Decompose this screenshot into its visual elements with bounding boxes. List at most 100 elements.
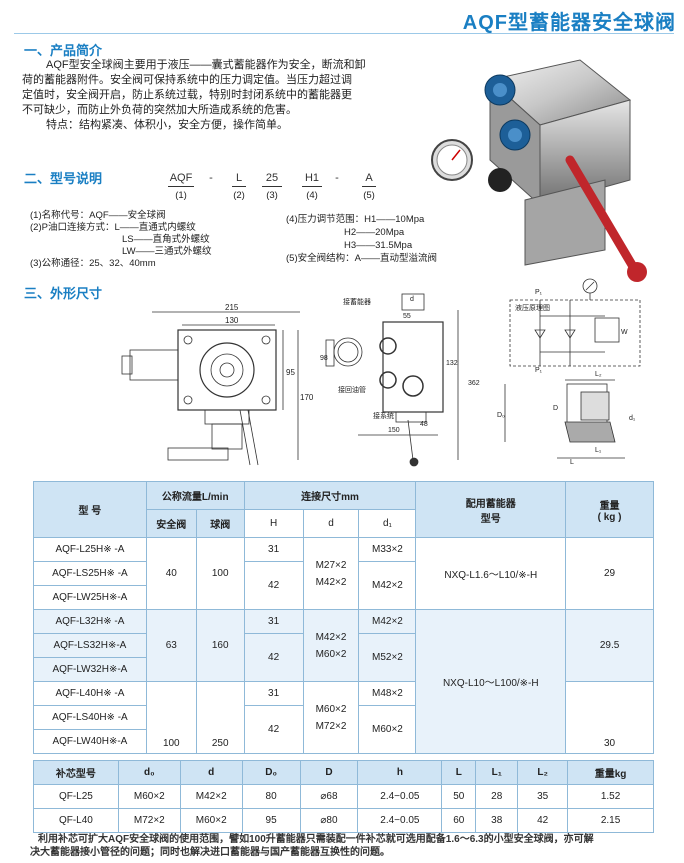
cell: 60: [441, 808, 477, 833]
cell-d-val: M42×2: [315, 631, 347, 643]
spec-table: 型 号 公称流量L/min 连接尺寸mm 配用蓄能器 型号 重量 ( kg ) …: [33, 481, 654, 754]
dim-170: 170: [300, 393, 314, 402]
cell-model: AQF-L40H※ -A: [33, 681, 147, 706]
dim-D: D: [553, 405, 558, 412]
intro-line: 荷的蓄能器附件。安全阀可保持系统中的压力调定值。当压力超过调: [22, 74, 352, 86]
cell-d-val: M60×2: [315, 648, 347, 660]
label-system-port: 接系统: [373, 411, 394, 420]
intro-line: 不可缺少，而防止外负荷的突然加大所造成系统的危害。: [22, 104, 297, 116]
front-view-drawing: 215 130 95 170: [121, 303, 314, 466]
label-p1-top: P₁: [535, 289, 543, 296]
adapter-header-row: 补芯型号 d₀ d D₀ D h L L₁ L₂ 重量kg: [33, 760, 654, 785]
legend-line: (5)安全阀结构：A——直动型溢流阀: [286, 253, 437, 264]
cell-model: AQF-L32H※ -A: [33, 609, 147, 634]
model-legend-right: (4)压力调节范围：H1——10Mpa H2——20Mpa H3——31.5Mp…: [286, 213, 437, 265]
cell-d1: M52×2: [358, 633, 417, 682]
cell-d-val: M42×2: [315, 576, 347, 588]
adapter-row: QF-L40 M72×2 M60×2 95 ⌀80 2.4−0.05 60 38…: [33, 808, 654, 833]
cell-safe-flow: 100: [145, 681, 197, 754]
cell-model: AQF-LW25H※-A: [33, 585, 147, 610]
cell-H: 42: [243, 705, 304, 754]
th-connection: 连接尺寸mm: [243, 481, 417, 510]
cell-H: 42: [243, 633, 304, 682]
cell: 28: [475, 784, 519, 809]
cell-weight: 29: [565, 537, 654, 610]
legend-line: (1)名称代号：AQF——安全球阀: [30, 210, 166, 221]
cell: 35: [517, 784, 569, 809]
code-part: -: [209, 172, 213, 184]
cell-model: AQF-LS32H※-A: [33, 633, 147, 658]
dim-d: d: [410, 296, 414, 303]
page-title: AQF型蓄能器安全球阀: [462, 12, 676, 34]
cell-model: AQF-LS25H※ -A: [33, 561, 147, 586]
hydraulic-schematic: 液压原理图 P₁ P₁ W L₂ D₀ D d₁ L₁ L: [497, 278, 641, 466]
cell-d-val: M27×2: [315, 559, 347, 571]
cell-d1: M42×2: [358, 609, 417, 634]
cell: ⌀68: [299, 784, 359, 809]
cell-d1: M33×2: [358, 537, 417, 562]
legend-line: LS——直角式外螺纹: [122, 234, 210, 245]
cell: M72×2: [117, 808, 181, 833]
dim-95: 95: [286, 368, 295, 377]
cell: 2.4−0.05: [357, 784, 443, 809]
cell-H: 31: [243, 537, 304, 562]
cell-accumulator: NXQ-L10～L100/※-H: [415, 609, 567, 754]
table-row: AQF-LS25H※ -A 42 M42×2: [33, 561, 654, 610]
code-underline: [302, 186, 322, 187]
section-dimensions-heading: 三、外形尺寸: [24, 286, 103, 301]
cell: 2.4−0.05: [357, 808, 443, 833]
th-D: D: [299, 760, 359, 785]
cell-accumulator: NXQ-L1.6～L10/※-H: [415, 537, 567, 610]
th-H: H: [243, 509, 304, 538]
cell-model: AQF-L25H※ -A: [33, 537, 147, 562]
code-part: AQF: [169, 172, 193, 184]
cell: ⌀80: [299, 808, 359, 833]
th-accumulator: 配用蓄能器 型号: [415, 481, 567, 538]
th-safe-valve: 安全阀: [145, 509, 197, 538]
cell: M60×2: [117, 784, 181, 809]
side-view-drawing: 接蓄能器 d 55 98 132 362 接回油管 接系统 48 150: [320, 293, 480, 467]
code-part: H1: [304, 172, 320, 184]
adapter-table: 补芯型号 d₀ d D₀ D h L L₁ L₂ 重量kg QF-L25 M60…: [33, 760, 654, 833]
cell-safe-flow: 40: [145, 537, 197, 610]
cell-weight: 30: [565, 681, 654, 754]
dim-150: 150: [388, 427, 400, 434]
th-model: 型 号: [33, 481, 147, 538]
code-underline: [262, 186, 282, 187]
table-header-row: 型 号 公称流量L/min 连接尺寸mm 配用蓄能器 型号 重量 ( kg ): [33, 481, 654, 538]
footer-line: 利用补芯可扩大AQF安全球阀的使用范围，譬如100升蓄能器只需装配一件补芯就可选…: [38, 834, 594, 845]
th-weight-kg: 重量kg: [567, 760, 654, 785]
dim-215: 215: [225, 303, 239, 312]
dim-d0-cap: D₀: [497, 412, 505, 419]
legend-line: LW——三通式外螺纹: [122, 246, 212, 257]
th-L2: L₂: [517, 760, 569, 785]
label-return-port: 接回油管: [338, 385, 366, 394]
cell: QF-L25: [33, 784, 119, 809]
table-row: AQF-LS40H※ -A 42 M60×2: [33, 705, 654, 754]
dim-98: 98: [320, 355, 328, 362]
th-L1: L₁: [475, 760, 519, 785]
product-intro-text: AQF型安全球阀主要用于液压——囊式蓄能器作为安全，断流和卸 荷的蓄能器附件。安…: [22, 58, 456, 133]
th-d: d: [179, 760, 243, 785]
cell-d1: M60×2: [358, 705, 417, 754]
dim-132: 132: [446, 360, 458, 367]
features-line: 特点：结构紧凑、体积小，安全方便，操作简单。: [46, 119, 288, 131]
th-L: L: [441, 760, 477, 785]
th-d1: d₁: [358, 509, 417, 538]
cell-H: 42: [243, 561, 304, 610]
cell-ball-flow: 250: [195, 681, 245, 754]
cell-H: 31: [243, 609, 304, 634]
cell-safe-flow: 63: [145, 609, 197, 682]
dim-55: 55: [403, 313, 411, 320]
th-flow: 公称流量L/min: [145, 481, 245, 510]
code-num: (2): [233, 190, 245, 201]
title-rule: [14, 33, 674, 34]
code-part: 25: [265, 172, 279, 184]
th-ball-valve: 球阀: [195, 509, 245, 538]
dim-d1: d₁: [629, 415, 636, 422]
th-h: h: [357, 760, 443, 785]
